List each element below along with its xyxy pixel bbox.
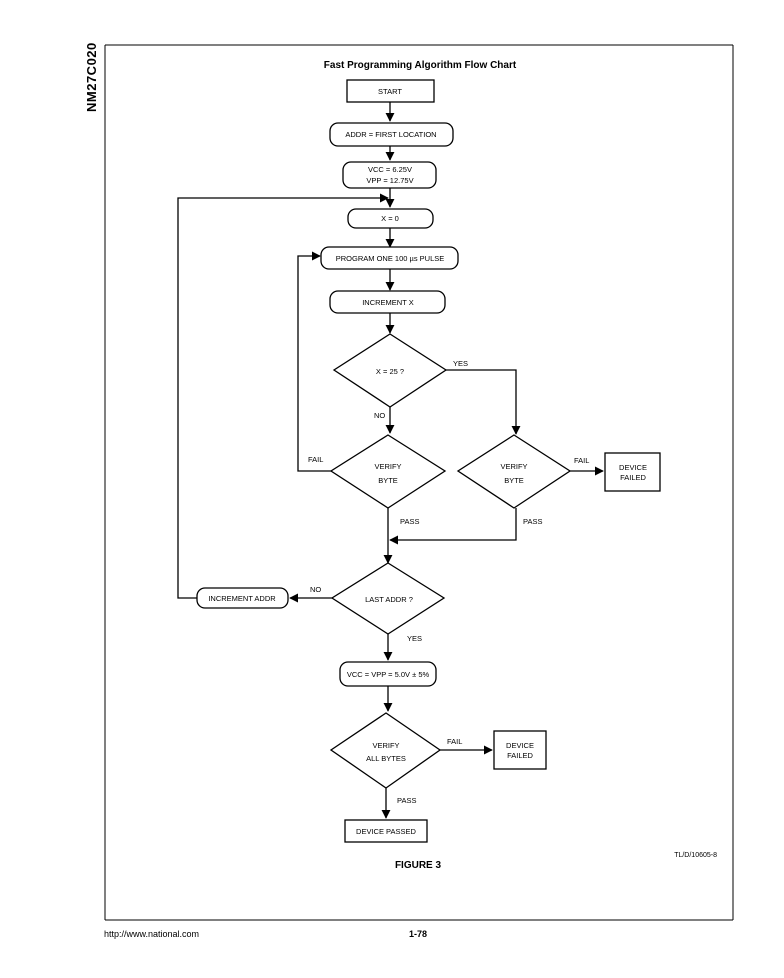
verify-all-diamond <box>329 712 442 789</box>
program-pulse-label: PROGRAM ONE 100 µs PULSE <box>336 254 445 263</box>
increment-x-box <box>329 290 446 314</box>
start-box <box>346 79 435 103</box>
start-label: START <box>378 87 402 96</box>
increment-addr-box <box>196 587 289 609</box>
device-failed-1-label-b: FAILED <box>620 473 646 482</box>
edge-label-right-pass: PASS <box>523 517 542 526</box>
edge-label-left-pass: PASS <box>400 517 419 526</box>
footer-page-number: 1-78 <box>409 929 428 939</box>
edge-label-all-fail: FAIL <box>447 737 462 746</box>
x-zero-label: X = 0 <box>381 214 399 223</box>
chart-title: Fast Programming Algorithm Flow Chart <box>324 60 517 71</box>
vcc-vpp-5v-box <box>339 661 437 687</box>
verify-all-label-2: ALL BYTES <box>366 754 406 763</box>
edge-label-right-fail: FAIL <box>574 456 589 465</box>
device-failed-1-label-a: DEVICE <box>619 463 647 472</box>
verify-left-label-2: BYTE <box>378 476 398 485</box>
edge-left-fail-loop <box>297 251 333 472</box>
edge-label-last-yes: YES <box>407 634 422 643</box>
x-check-diamond <box>332 333 448 408</box>
edge-right-pass <box>389 508 517 545</box>
addr-first-label: ADDR = FIRST LOCATION <box>345 130 436 139</box>
device-passed-label: DEVICE PASSED <box>356 827 416 836</box>
voltage-box <box>342 161 437 189</box>
verify-all-label-1: VERIFY <box>372 741 399 750</box>
device-failed-2-label-b: FAILED <box>507 751 533 760</box>
edge-label-all-pass: PASS <box>397 796 416 805</box>
verify-left-diamond <box>329 434 447 509</box>
device-failed-2-label-a: DEVICE <box>506 741 534 750</box>
x-zero-box <box>347 208 434 229</box>
footer-url: http://www.national.com <box>104 929 200 939</box>
device-passed-box <box>344 819 428 843</box>
edge-label-left-fail: FAIL <box>308 455 323 464</box>
last-addr-label: LAST ADDR ? <box>365 595 413 604</box>
edge-next-addr-loop <box>177 193 389 599</box>
reference-code: TL/D/10605-8 <box>674 852 717 859</box>
figure-caption: FIGURE 3 <box>395 860 442 871</box>
verify-right-label-2: BYTE <box>504 476 524 485</box>
program-pulse-box <box>320 246 459 270</box>
edge-label-x-yes: YES <box>453 359 468 368</box>
device-failed-1-box <box>604 452 661 492</box>
device-failed-2-box <box>493 730 547 770</box>
last-addr-diamond <box>330 562 446 635</box>
verify-left-label-1: VERIFY <box>374 462 401 471</box>
vcc-label: VCC = 6.25V <box>368 165 412 174</box>
verify-right-diamond <box>456 434 572 509</box>
edge-label-last-no: NO <box>310 585 321 594</box>
vpp-label: VPP = 12.75V <box>366 176 413 185</box>
x-check-label: X = 25 ? <box>376 367 404 376</box>
edge-label-x-no: NO <box>374 411 385 420</box>
vcc-vpp-5v-label: VCC = VPP = 5.0V ± 5% <box>347 670 430 679</box>
verify-right-label-1: VERIFY <box>500 462 527 471</box>
edge-check-yes-verify <box>446 369 521 435</box>
addr-first-box <box>329 122 454 147</box>
increment-x-label: INCREMENT X <box>362 298 414 307</box>
increment-addr-label: INCREMENT ADDR <box>208 594 276 603</box>
